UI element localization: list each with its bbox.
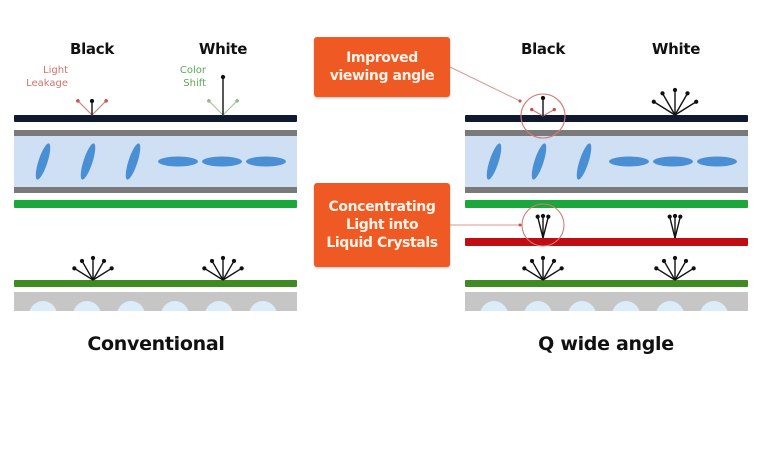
diffuser-ray <box>674 266 696 281</box>
color-shift-ray <box>222 99 239 116</box>
diffuser-ray <box>92 266 114 281</box>
conventional-backlight-led <box>73 301 101 311</box>
conventional-horizontal-liquid-crystal <box>158 156 198 167</box>
left-black-heading: Black <box>69 40 115 58</box>
diffuser-ray <box>542 266 564 281</box>
light-leakage-line2: Leakage <box>26 78 68 89</box>
concentrated-ray <box>542 214 551 239</box>
conventional-glass-layer <box>14 130 297 136</box>
q-wide-angle-glass-layer <box>465 130 748 136</box>
diffuser-ray <box>222 258 237 281</box>
conventional-horizontal-liquid-crystal <box>246 156 286 167</box>
q-wide-angle-backlight-led <box>480 301 508 311</box>
callout-line: Liquid Crystals <box>326 235 438 251</box>
wide-angle-ray <box>674 91 690 116</box>
conventional-top-polarizer-layer <box>14 115 297 122</box>
callout-line: Improved <box>346 50 418 66</box>
q-wide-angle-color-filter-layer <box>465 200 748 208</box>
conventional-backlight-led <box>29 301 57 311</box>
q-wide-angle-backlight-led <box>700 301 728 311</box>
callout-line: Light into <box>345 217 419 233</box>
diffuser-ray <box>674 258 689 281</box>
viewing-angle-connector <box>449 66 522 103</box>
right-black-heading: Black <box>520 40 566 58</box>
concentrating-light-callout: Concentrating Light into Liquid Crystals <box>314 183 450 267</box>
q-wide-angle-backlight-led <box>612 301 640 311</box>
diffuser-ray <box>222 266 244 281</box>
q-wide-angle-caption: Q wide angle <box>538 333 674 355</box>
conventional-backlight-led <box>249 301 277 311</box>
conventional-tilted-liquid-crystal <box>80 143 96 180</box>
light-leakage-line1: Light <box>43 65 68 76</box>
callout-line: Concentrating <box>328 199 436 215</box>
diffuser-ray <box>522 266 544 281</box>
light-leakage-label: Light Leakage <box>10 64 68 90</box>
light-rays <box>72 74 699 281</box>
diffuser-ray <box>661 258 676 281</box>
conventional-tilted-liquid-crystal <box>35 143 51 180</box>
diffuser-ray <box>72 266 94 281</box>
conventional-backlight-led <box>205 301 233 311</box>
wide-angle-ray <box>674 99 699 116</box>
conventional-tilted-liquid-crystal <box>125 143 141 180</box>
q-wide-angle-backlight-led <box>524 301 552 311</box>
diffuser-ray <box>79 258 94 281</box>
q-wide-angle-tilted-liquid-crystal <box>576 143 592 180</box>
conventional-backlight-led <box>117 301 145 311</box>
wide-angle-ray <box>651 99 676 116</box>
improved-viewing-angle-callout: Improved viewing angle <box>314 37 450 97</box>
callout-connectors <box>449 66 566 247</box>
reduced-leakage-ray <box>530 107 544 117</box>
diffuser-ray <box>202 266 224 281</box>
q-wide-angle-horizontal-liquid-crystal <box>653 156 693 167</box>
q-wide-angle-backlight-led <box>656 301 684 311</box>
reduced-leakage-ray <box>542 107 556 117</box>
highlight-circle-viewing-angle <box>520 93 566 139</box>
q-wide-angle-horizontal-liquid-crystal <box>697 156 737 167</box>
q-wide-angle-horizontal-liquid-crystal <box>609 156 649 167</box>
left-white-heading: White <box>198 40 248 58</box>
color-shift-label: Color Shift <box>160 64 206 90</box>
light-leakage-ray <box>76 99 93 116</box>
concentrated-ray <box>535 214 544 239</box>
color-shift-ray <box>207 99 224 116</box>
color-shift-line2: Shift <box>183 78 206 89</box>
conventional-caption: Conventional <box>87 333 225 355</box>
light-leakage-ray <box>91 99 108 116</box>
q-wide-angle-tilted-liquid-crystal <box>486 143 502 180</box>
diffuser-ray <box>542 258 557 281</box>
highlight-circle-concentrating <box>521 203 565 247</box>
conventional-horizontal-liquid-crystal <box>202 156 242 167</box>
color-shift-line1: Color <box>179 65 206 76</box>
diffuser-ray <box>209 258 224 281</box>
concentrated-ray <box>667 214 676 239</box>
diffuser-ray <box>529 258 544 281</box>
q-wide-angle-q-wide-angle-layer <box>465 238 748 246</box>
conventional-backlight-led <box>161 301 189 311</box>
concentrated-ray <box>674 214 683 239</box>
wide-angle-ray <box>660 91 676 116</box>
callout-line: viewing angle <box>329 68 435 84</box>
q-wide-angle-tilted-liquid-crystal <box>531 143 547 180</box>
right-white-heading: White <box>651 40 701 58</box>
conventional-glass-layer <box>14 187 297 193</box>
q-wide-angle-backlight-led <box>568 301 596 311</box>
conventional-color-filter-layer <box>14 200 297 208</box>
diffuser-ray <box>654 266 676 281</box>
q-wide-angle-glass-layer <box>465 187 748 193</box>
diffuser-ray <box>92 258 107 281</box>
q-wide-angle-top-polarizer-layer <box>465 115 748 122</box>
conventional-layer-stack <box>14 115 297 311</box>
q-wide-angle-layer-stack <box>465 115 748 311</box>
conventional-diffuser-layer <box>14 280 297 287</box>
q-wide-angle-diffuser-layer <box>465 280 748 287</box>
